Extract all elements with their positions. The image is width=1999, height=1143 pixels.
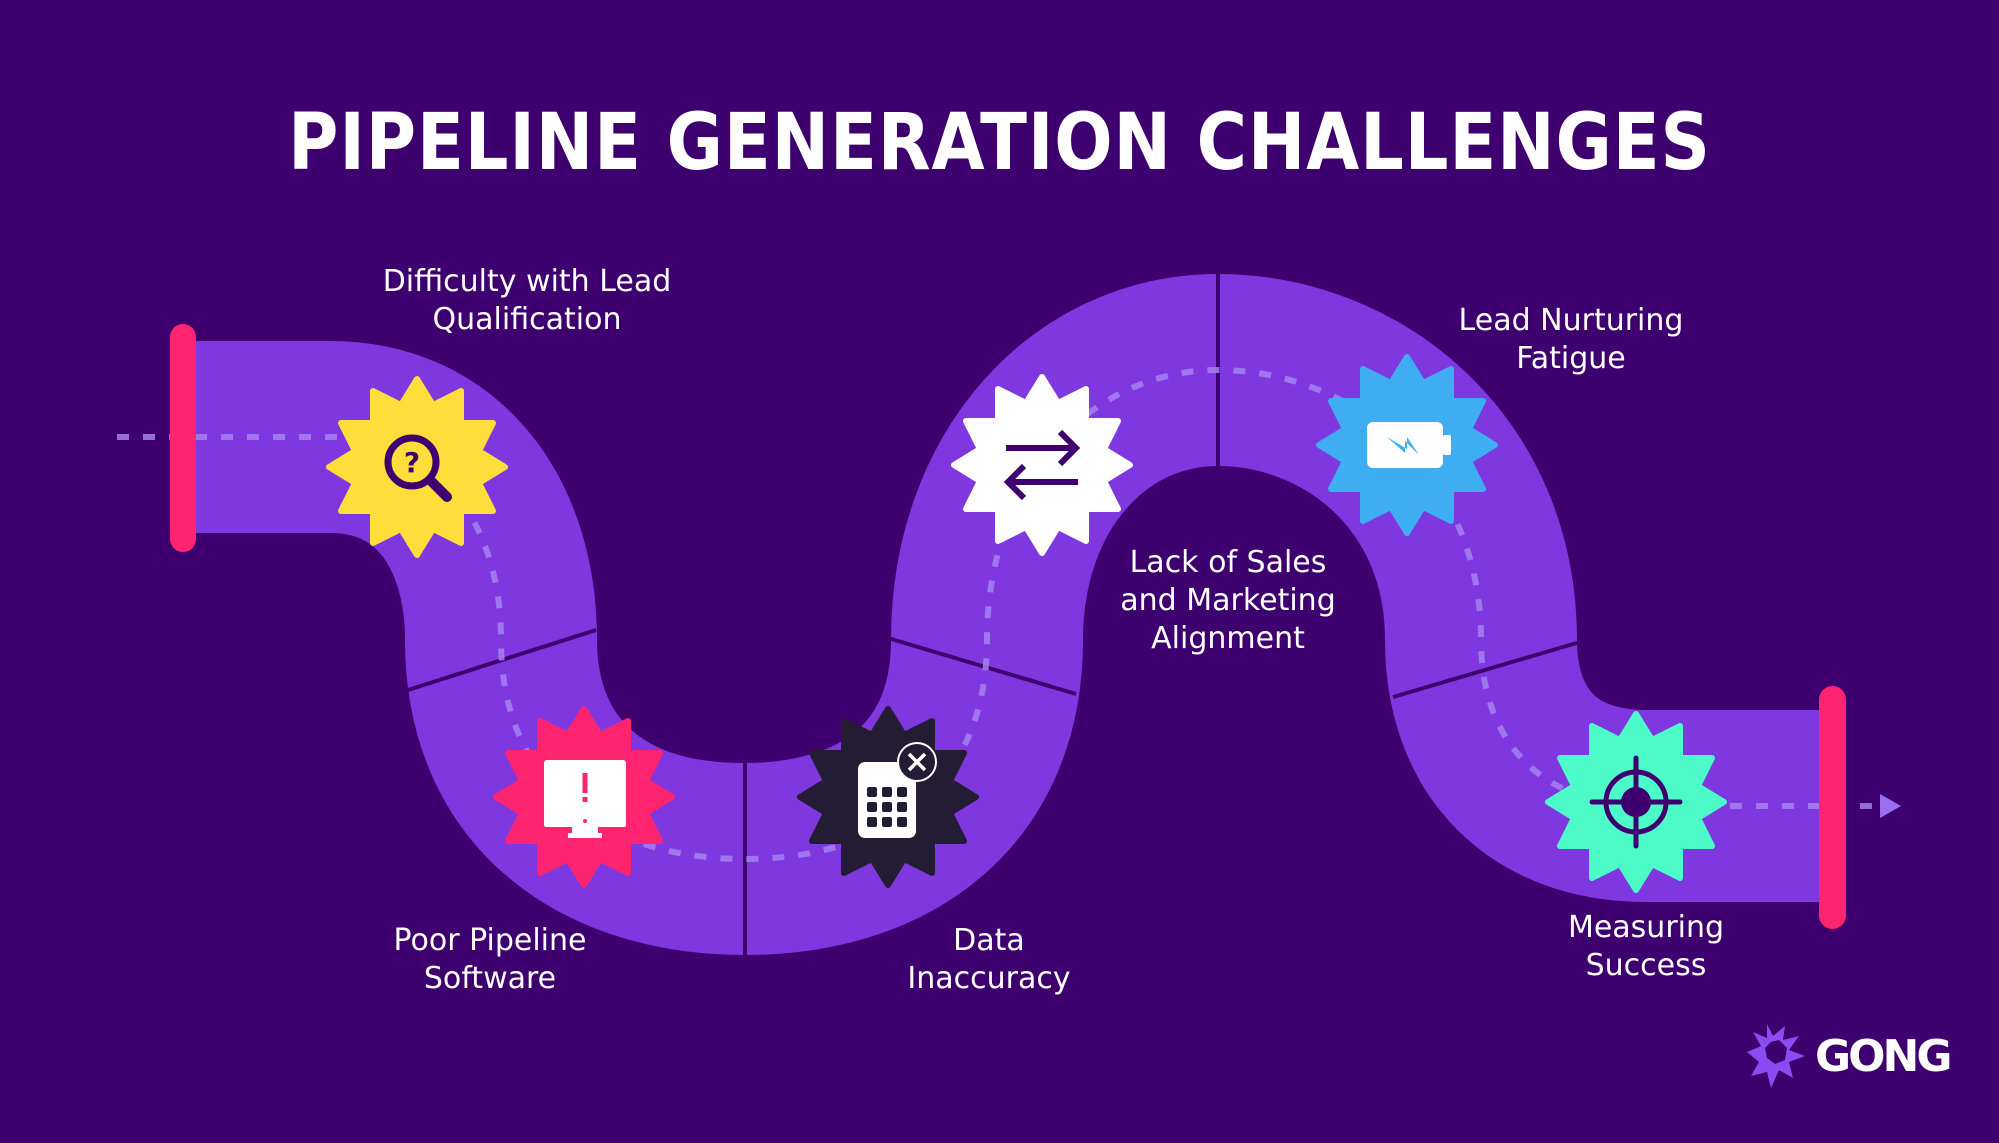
- arrow-head-icon: [1880, 794, 1901, 818]
- gong-burst-icon: [1747, 1024, 1805, 1088]
- label-alignment: Lack of Sales and Marketing Alignment: [1048, 544, 1408, 658]
- flow-dash-line: [117, 366, 1880, 863]
- label-line: Software: [423, 961, 557, 996]
- badge-pipeline-software: [496, 709, 672, 885]
- label-lead-qualification: Difficulty with Lead Qualification: [347, 263, 707, 339]
- label-measuring-success: Measuring Success: [1466, 909, 1826, 985]
- label-line: Difficulty with Lead: [382, 264, 672, 299]
- label-line: and Marketing: [1120, 583, 1336, 618]
- badge-nurturing-fatigue: [1319, 357, 1495, 533]
- label-data-inaccuracy: Data Inaccuracy: [809, 922, 1169, 998]
- magnifier-question-icon: ?: [384, 434, 452, 502]
- label-line: Poor Pipeline: [393, 923, 587, 958]
- badge-alignment: [954, 377, 1130, 553]
- gong-logo: GONG: [1745, 1022, 1952, 1090]
- label-pipeline-software: Poor Pipeline Software: [310, 922, 670, 998]
- badge-measuring-success: [1548, 714, 1724, 890]
- label-line: Lack of Sales: [1129, 545, 1327, 580]
- label-line: Fatigue: [1516, 341, 1626, 376]
- start-cap: [170, 324, 196, 552]
- label-line: Data: [953, 923, 1025, 958]
- monitor-alert-icon: [544, 760, 626, 838]
- label-line: Inaccuracy: [907, 961, 1071, 996]
- svg-text:?: ?: [404, 446, 420, 479]
- label-line: Lead Nurturing: [1458, 303, 1684, 338]
- swap-arrows-icon: [1003, 429, 1081, 501]
- logo-text: GONG: [1815, 1030, 1952, 1082]
- label-line: Qualification: [432, 302, 622, 337]
- target-icon: [1589, 755, 1683, 849]
- label-line: Alignment: [1151, 621, 1305, 656]
- page-title: PIPELINE GENERATION CHALLENGES: [288, 98, 1711, 188]
- spreadsheet-error-icon: [858, 742, 937, 838]
- low-battery-icon: [1367, 422, 1451, 468]
- label-line: Success: [1585, 948, 1707, 983]
- label-nurturing-fatigue: Lead Nurturing Fatigue: [1391, 302, 1751, 378]
- badge-lead-qualification: ?: [329, 379, 505, 555]
- badge-data-inaccuracy: [800, 709, 976, 885]
- label-line: Measuring: [1567, 910, 1725, 945]
- end-cap: [1819, 686, 1846, 929]
